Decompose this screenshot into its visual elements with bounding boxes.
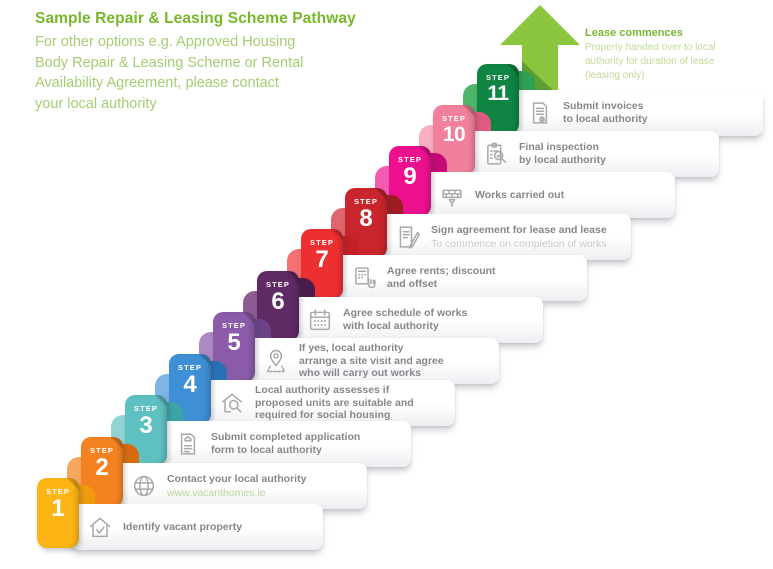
signature-document-icon [391, 223, 425, 251]
step-card: Agree rents; discount and offset [335, 255, 587, 301]
step-card: Identify vacant property [71, 504, 323, 550]
page-title: Sample Repair & Leasing Scheme Pathway [35, 10, 356, 27]
step-subtext: To commence on completion of works [431, 237, 607, 250]
header: Sample Repair & Leasing Scheme Pathway F… [35, 10, 365, 114]
step-label: STEP [134, 404, 158, 413]
lease-title: Lease commences [585, 27, 683, 39]
step-label: STEP [398, 155, 422, 164]
step-number: 6 [271, 288, 285, 315]
step-number: 4 [183, 371, 197, 398]
step-number: 2 [95, 454, 109, 481]
step-card: Final inspection by local authority [467, 131, 719, 177]
step-text: If yes, local authority arrange a site v… [299, 341, 444, 380]
step-text: Contact your local authority [167, 472, 307, 485]
step-card: Works carried out [423, 172, 675, 218]
step-label: STEP [90, 446, 114, 455]
page-subtitle: For other options e.g. Approved Housing … [35, 34, 304, 112]
step-number: 5 [227, 329, 241, 356]
house-search-icon [215, 389, 249, 417]
lease-commences: Lease commences Property handed over to … [585, 27, 760, 83]
step-number: 11 [487, 82, 509, 105]
invoice-icon [523, 99, 557, 127]
step-label: STEP [222, 321, 246, 330]
lease-body: Property handed over to local authority … [585, 42, 716, 81]
application-form-icon [171, 430, 205, 458]
step-text: Agree schedule of works with local autho… [343, 307, 468, 332]
step-text: Submit invoices to local authority [563, 100, 648, 125]
step-label: STEP [266, 280, 290, 289]
step-card: Local authority assesses if proposed uni… [203, 380, 455, 426]
step-text: Final inspection by local authority [519, 141, 606, 166]
step-text: Works carried out [475, 188, 565, 201]
step-label: STEP [486, 73, 510, 82]
step-text: Agree rents; discount and offset [387, 265, 496, 290]
globe-icon [127, 472, 161, 500]
calendar-icon [303, 306, 337, 334]
step-text: Local authority assesses if proposed uni… [255, 383, 414, 422]
location-pin-icon [259, 347, 293, 375]
step-label: STEP [46, 487, 70, 496]
step-label: STEP [442, 114, 466, 123]
house-check-icon [83, 513, 117, 541]
step-number: 10 [442, 123, 466, 146]
trowel-bricks-icon [435, 181, 469, 209]
step-text: Identify vacant property [123, 520, 243, 533]
calculator-hand-icon [347, 264, 381, 292]
step-number: 9 [403, 163, 417, 190]
step-text: Sign agreement for lease and lease [431, 223, 607, 236]
step-card: If yes, local authority arrange a site v… [247, 338, 499, 384]
step-text: Submit completed application form to loc… [211, 431, 361, 456]
step-number: 8 [359, 205, 373, 232]
step-card: Submit invoices to local authority [511, 90, 763, 136]
step-card: Agree schedule of works with local autho… [291, 297, 543, 343]
step-label: STEP [178, 363, 202, 372]
step-label: STEP [354, 197, 378, 206]
step-number: 3 [139, 412, 153, 439]
step-subtext: www.vacanthomes.ie [167, 486, 266, 499]
inspection-clipboard-icon [479, 140, 513, 168]
step-number: 1 [51, 495, 65, 522]
step-card: Submit completed application form to loc… [159, 421, 411, 467]
step-label: STEP [310, 238, 334, 247]
step-number: 7 [315, 246, 329, 273]
